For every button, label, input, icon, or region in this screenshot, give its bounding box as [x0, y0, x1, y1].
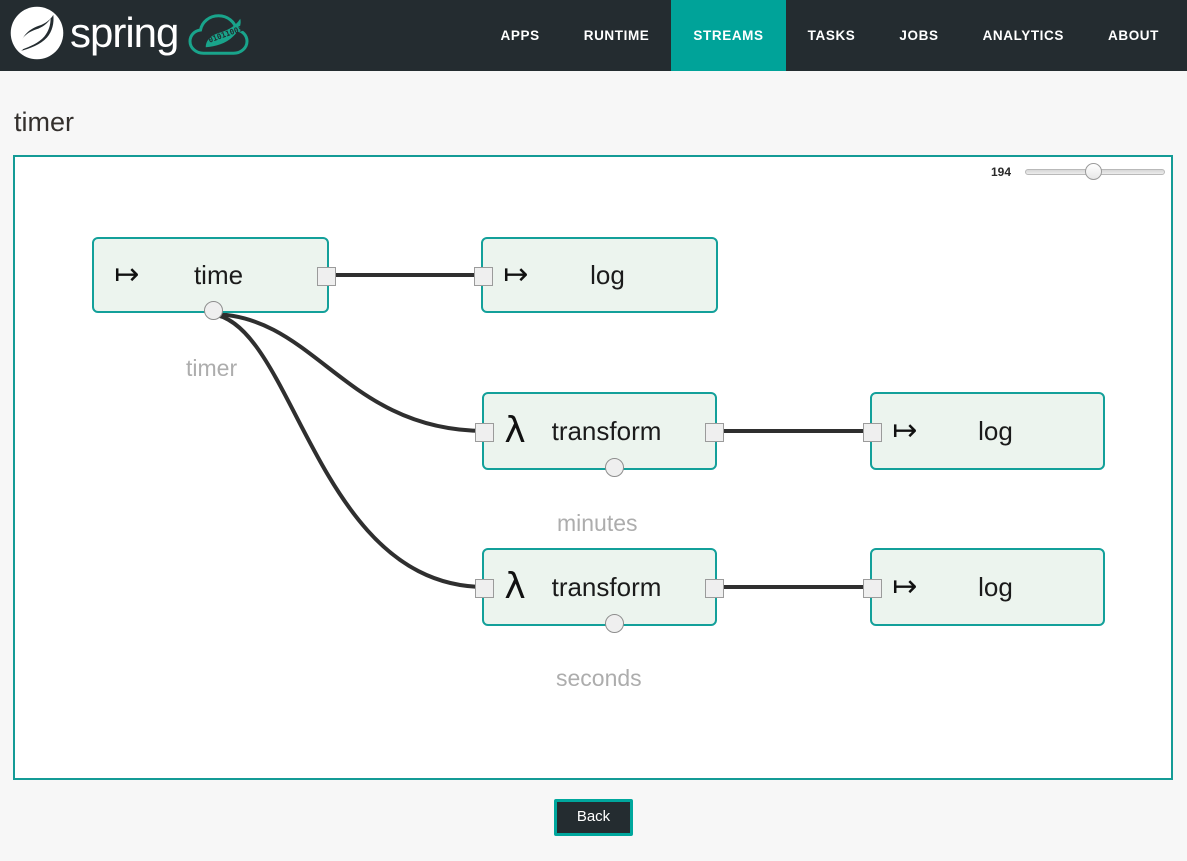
nav-item-label: APPS — [500, 28, 540, 43]
nav-item-label: ANALYTICS — [982, 28, 1064, 43]
node-transform-minutes[interactable]: λ transform — [475, 392, 724, 477]
nav-item-streams[interactable]: STREAMS — [671, 0, 786, 71]
node-label-transform: transform — [551, 415, 662, 446]
spring-cloud-icon: 01011001 — [184, 8, 256, 63]
nav-items: APPS RUNTIME STREAMS TASKS JOBS ANALYTIC… — [479, 0, 1187, 71]
zoom-slider[interactable] — [1025, 163, 1165, 181]
node-label-log: log — [978, 571, 1013, 602]
nav-item-jobs[interactable]: JOBS — [877, 0, 960, 71]
sink-arrow-icon: ↦ — [503, 257, 529, 292]
footer-actions: Back — [0, 799, 1187, 836]
node-log-minutes[interactable]: ↦ log — [863, 392, 1105, 470]
node-log-timer[interactable]: ↦ log — [474, 237, 718, 313]
source-arrow-icon: ↦ — [114, 257, 140, 292]
sink-arrow-icon: ↦ — [892, 413, 918, 448]
output-port[interactable] — [705, 578, 724, 598]
output-port[interactable] — [705, 422, 724, 442]
node-label-time: time — [193, 259, 244, 290]
nav-item-label: STREAMS — [693, 28, 764, 43]
nav-item-label: TASKS — [807, 28, 856, 43]
back-button[interactable]: Back — [553, 799, 634, 836]
edge-time-to-transform-minutes — [210, 312, 486, 433]
zoom-value-label: 194 — [990, 165, 1011, 179]
nav-item-analytics[interactable]: ANALYTICS — [961, 0, 1086, 71]
node-title-minutes: minutes — [557, 510, 638, 536]
brand-logo[interactable]: spring 01011001 — [0, 0, 256, 71]
nav-item-apps[interactable]: APPS — [479, 0, 562, 71]
node-time[interactable]: ↦ time — [92, 237, 336, 320]
node-label-transform: transform — [551, 571, 662, 602]
nav-item-runtime[interactable]: RUNTIME — [562, 0, 672, 71]
nav-item-label: RUNTIME — [583, 28, 650, 43]
lambda-icon: λ — [504, 410, 526, 451]
output-port[interactable] — [317, 266, 336, 286]
lambda-icon: λ — [504, 566, 526, 607]
nav-item-tasks[interactable]: TASKS — [786, 0, 878, 71]
tap-port[interactable] — [605, 614, 624, 633]
input-port[interactable] — [863, 578, 882, 598]
zoom-control: 194 — [991, 163, 1165, 181]
stream-graph-canvas[interactable]: 194 timer ↦ time — [13, 155, 1173, 780]
top-navbar: spring 01011001 APPS RUNTIME STREAMS TAS… — [0, 0, 1187, 71]
sink-arrow-icon: ↦ — [892, 569, 918, 604]
input-port[interactable] — [474, 266, 493, 286]
nav-item-about[interactable]: ABOUT — [1086, 0, 1187, 71]
node-label-log: log — [590, 259, 625, 290]
node-title-timer: timer — [186, 355, 238, 381]
node-title-seconds: seconds — [556, 665, 642, 691]
node-label-log: log — [978, 415, 1013, 446]
nav-item-label: ABOUT — [1108, 28, 1159, 43]
graph-surface: timer ↦ time ↦ log minutes λ transform — [15, 157, 1171, 778]
node-transform-seconds[interactable]: λ transform — [475, 548, 724, 633]
input-port[interactable] — [475, 422, 494, 442]
brand-wordmark: spring — [70, 8, 179, 56]
nav-item-label: JOBS — [899, 28, 939, 43]
edge-time-to-transform-seconds — [210, 312, 486, 589]
tap-port[interactable] — [605, 458, 624, 477]
input-port[interactable] — [863, 422, 882, 442]
tap-port[interactable] — [204, 301, 223, 320]
page-title: timer — [14, 107, 74, 137]
node-log-seconds[interactable]: ↦ log — [863, 548, 1105, 626]
spring-leaf-icon — [8, 4, 66, 67]
input-port[interactable] — [475, 578, 494, 598]
